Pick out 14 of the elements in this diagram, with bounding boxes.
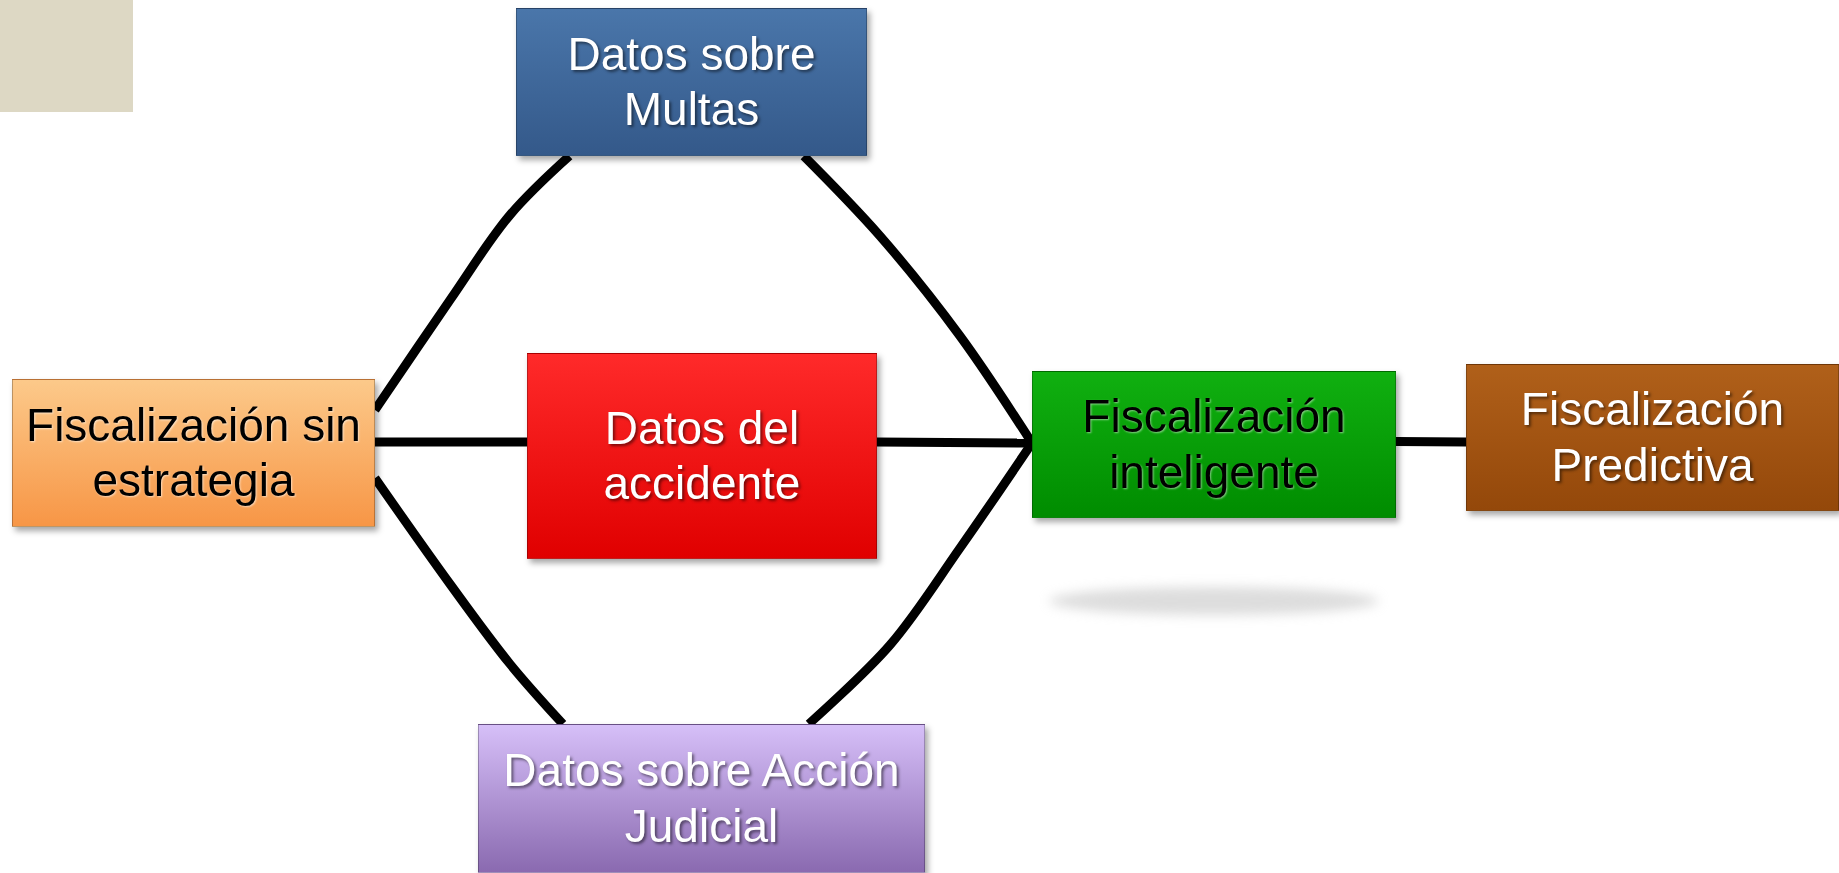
- box-label: Datos del accidente: [602, 400, 802, 511]
- box-label: Fiscalización sin estrategia: [25, 397, 362, 508]
- box-label: Datos sobre Multas: [566, 26, 817, 137]
- process-box: [1466, 364, 1839, 511]
- box-label: Fiscalización Predictiva: [1519, 382, 1786, 493]
- box-label: Fiscalización inteligente: [1081, 389, 1347, 500]
- process-box: [1032, 371, 1396, 518]
- process-box: [478, 724, 925, 873]
- connector-line: [1396, 437, 1466, 447]
- connector-line: [375, 437, 527, 447]
- box-label: Datos sobre Acción Judicial: [502, 743, 901, 854]
- process-box: [516, 8, 867, 156]
- process-box: [527, 353, 877, 559]
- process-box: [12, 379, 375, 527]
